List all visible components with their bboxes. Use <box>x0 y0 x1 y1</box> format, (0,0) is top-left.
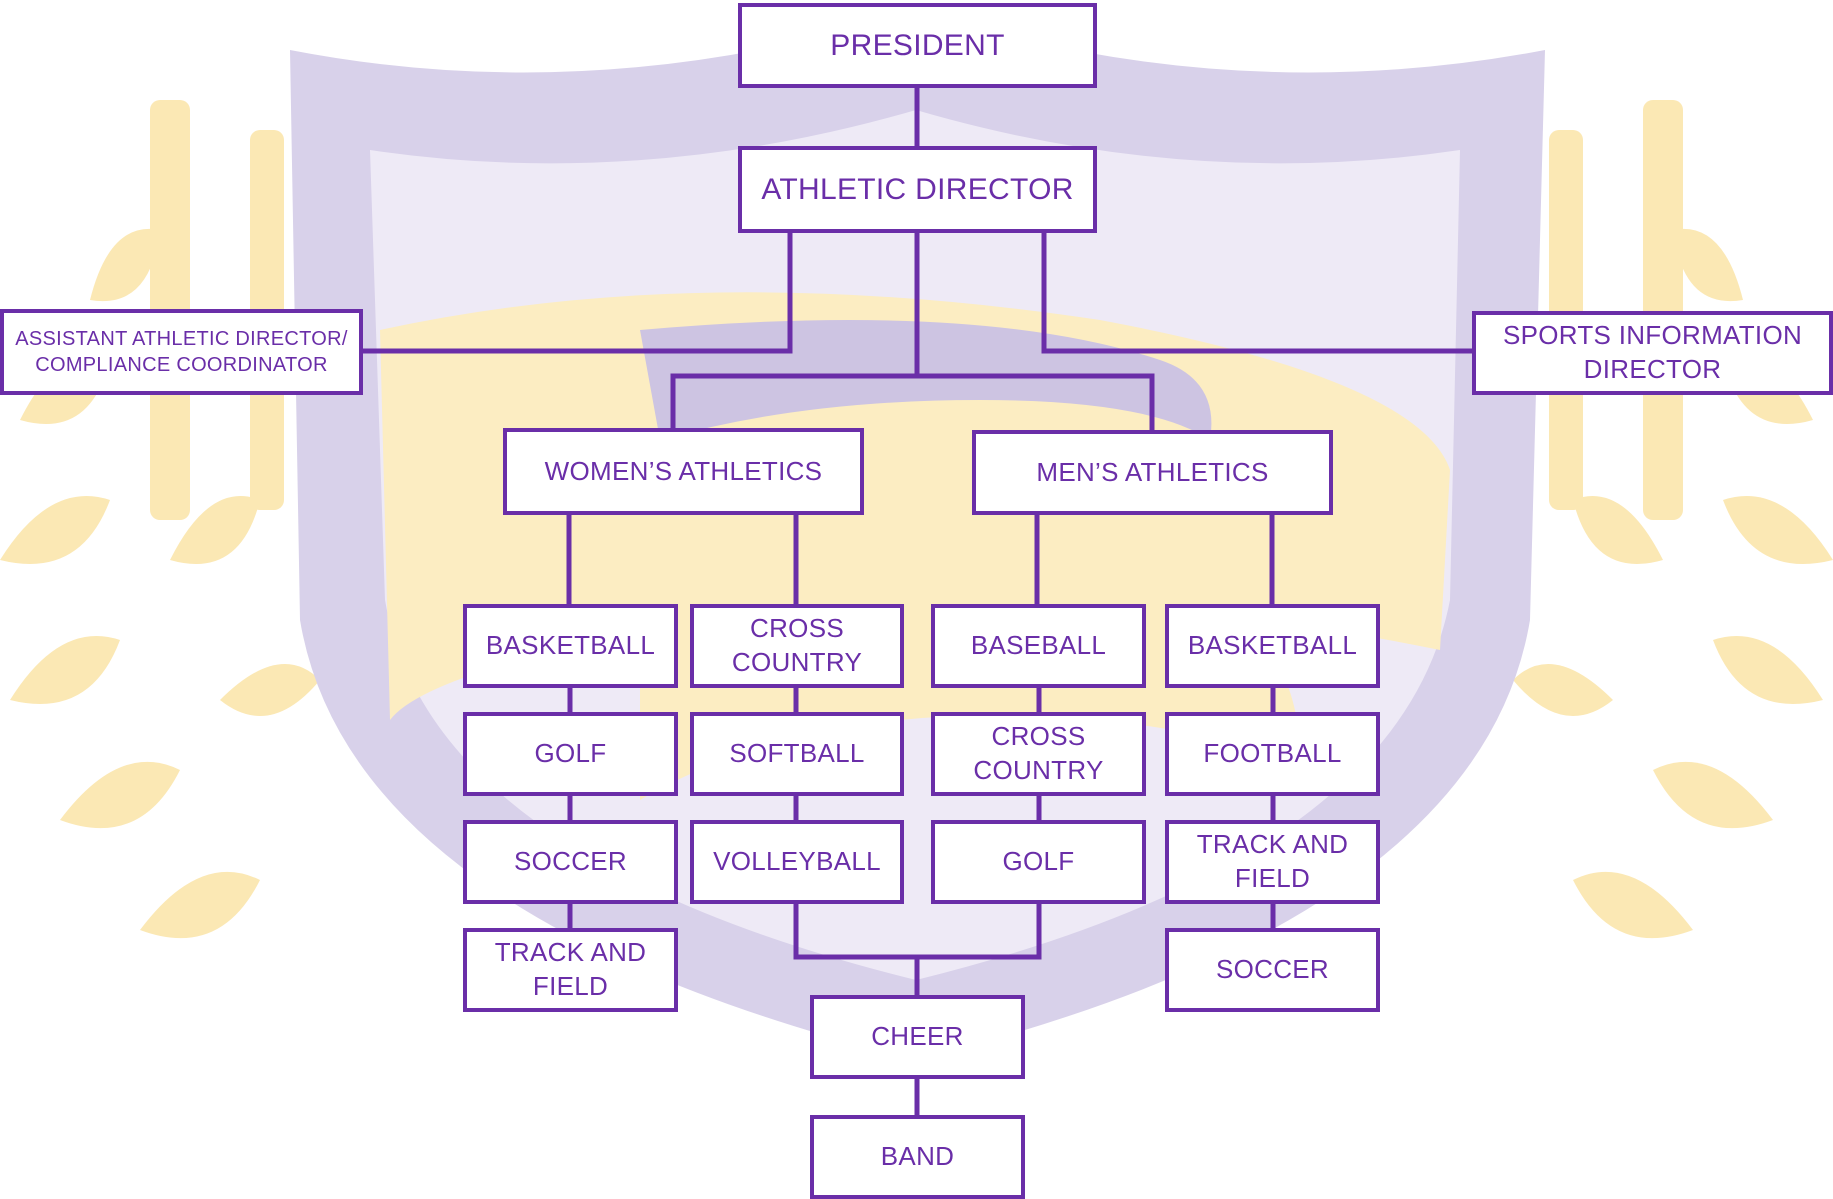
men-basketball-box: BASKETBALL <box>1165 604 1380 688</box>
sports-information-director-box: SPORTS INFORMATION DIRECTOR <box>1472 311 1833 395</box>
cheer-box: CHEER <box>810 995 1025 1079</box>
men-golf-box: GOLF <box>931 820 1146 904</box>
women-soccer-box: SOCCER <box>463 820 678 904</box>
athletic-director-box: ATHLETIC DIRECTOR <box>738 146 1097 233</box>
men-football-box: FOOTBALL <box>1165 712 1380 796</box>
women-cross-country-box: CROSS COUNTRY <box>690 604 904 688</box>
women-track-and-field-box: TRACK AND FIELD <box>463 928 678 1012</box>
band-box: BAND <box>810 1115 1025 1199</box>
men-track-and-field-box: TRACK AND FIELD <box>1165 820 1380 904</box>
assistant-athletic-director-box: ASSISTANT ATHLETIC DIRECTOR/ COMPLIANCE … <box>0 309 363 395</box>
president-box: PRESIDENT <box>738 3 1097 88</box>
womens-athletics-box: WOMEN’S ATHLETICS <box>503 428 864 515</box>
men-cross-country-box: CROSS COUNTRY <box>931 712 1146 796</box>
mens-athletics-box: MEN’S ATHLETICS <box>972 430 1333 515</box>
women-golf-box: GOLF <box>463 712 678 796</box>
women-softball-box: SOFTBALL <box>690 712 904 796</box>
women-basketball-box: BASKETBALL <box>463 604 678 688</box>
men-baseball-box: BASEBALL <box>931 604 1146 688</box>
women-volleyball-box: VOLLEYBALL <box>690 820 904 904</box>
men-soccer-box: SOCCER <box>1165 928 1380 1012</box>
